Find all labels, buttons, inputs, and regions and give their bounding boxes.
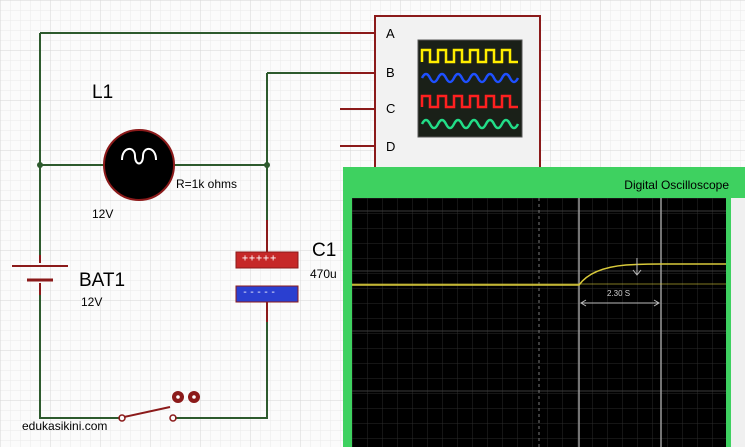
junction-left (37, 162, 43, 168)
probe-leads (340, 32, 375, 147)
lamp-l1[interactable] (103, 129, 175, 201)
oscilloscope-symbol[interactable] (374, 15, 541, 169)
lamp-ref-label: L1 (92, 82, 114, 103)
battery-voltage-label: 12V (81, 295, 103, 309)
capacitor-value-label: 470u (310, 267, 337, 281)
capacitor-minus-marks: ----- (242, 287, 278, 298)
oscilloscope-screen[interactable]: 2.30 S (352, 198, 726, 447)
window-title: Digital Oscilloscope (624, 178, 729, 192)
channel-c-label: C (386, 101, 396, 116)
junction-right (264, 162, 270, 168)
capacitor-ref-label: C1 (312, 240, 337, 261)
time-measurement-label: 2.30 S (607, 289, 631, 298)
oscilloscope-side-panel (731, 198, 745, 447)
capacitor-plus-marks: +++++ (242, 253, 278, 264)
switch[interactable] (118, 391, 200, 422)
lamp-resistance-label: R=1k ohms (176, 177, 238, 191)
lamp-voltage-label: 12V (92, 207, 114, 221)
capacitor-c1[interactable] (235, 220, 299, 322)
channel-d-label: D (386, 139, 396, 154)
digital-oscilloscope-window[interactable]: Digital Oscilloscope (343, 167, 745, 447)
channel-b-label: B (386, 65, 395, 80)
oscilloscope-display (352, 198, 726, 447)
channel-a-label: A (386, 26, 395, 41)
wires (39, 32, 340, 419)
channel-a-trace (352, 263, 726, 286)
watermark: edukasikini.com (22, 419, 108, 433)
battery-bat1[interactable] (12, 255, 68, 295)
battery-ref-label: BAT1 (79, 270, 126, 291)
